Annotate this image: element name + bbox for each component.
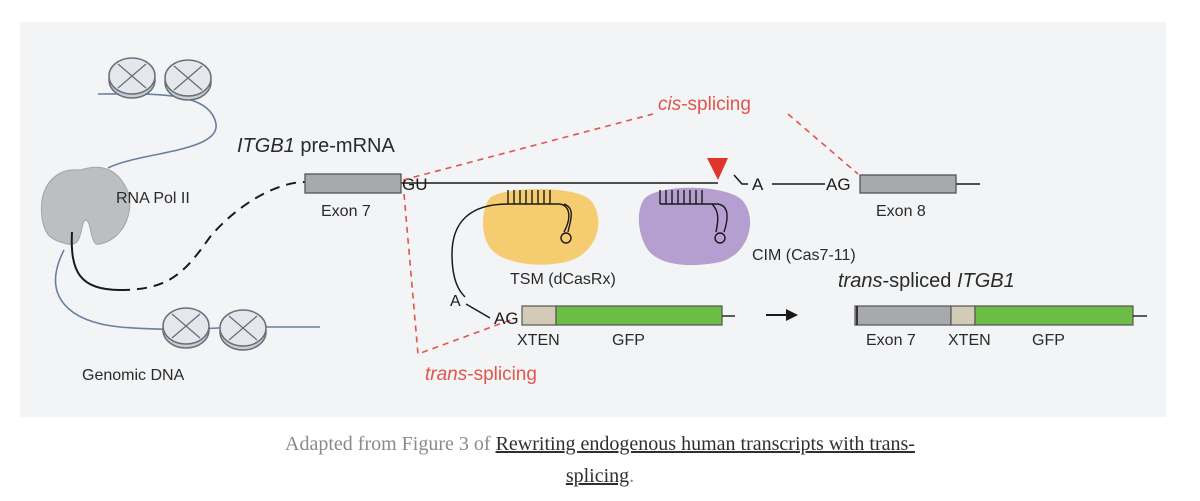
gfp-label: GFP: [612, 332, 645, 349]
caption-prefix: Adapted from Figure 3 of: [285, 433, 496, 455]
ag2-label: AG: [494, 309, 519, 328]
nucleosome-icon: [219, 309, 267, 351]
a-label: A: [752, 175, 764, 194]
nascent-rna-dashed: [119, 181, 306, 291]
exon7-box: [304, 173, 402, 194]
exon8-label: Exon 8: [876, 203, 926, 220]
a2-label: A: [450, 293, 461, 310]
caption-link-part1: Rewriting endogenous human transcripts w…: [495, 433, 915, 455]
nucleosome-icon: [164, 59, 212, 101]
figure-caption: Adapted from Figure 3 of Rewriting endog…: [100, 428, 1100, 492]
figure-panel: RNA Pol II ITGB1 pre-mRNA Exon 7 GU Exon…: [20, 22, 1166, 417]
product-title: trans-spliced ITGB1: [838, 270, 1015, 292]
cim-label: CIM (Cas7-11): [752, 247, 856, 264]
cleavage-arrowhead-icon: [707, 158, 728, 180]
cim-guide-icon: [659, 190, 728, 244]
nucleosome-icon: [162, 307, 210, 349]
cim-protein: [638, 187, 751, 266]
xten-box: [521, 305, 557, 326]
product-xten-box: [950, 305, 976, 326]
nascent-rna: [70, 231, 121, 291]
tsm-tether: [451, 203, 509, 298]
product-exon7-box: [854, 305, 952, 326]
caption-suffix: .: [629, 465, 635, 487]
genomic-dna-label: Genomic DNA: [82, 367, 185, 384]
rna-pol-ii-icon: [40, 166, 131, 245]
product-exon7-label: Exon 7: [866, 332, 916, 349]
right-arrow-icon: [766, 309, 798, 321]
tsm-label: TSM (dCasRx): [510, 271, 616, 288]
caption-link-part2: splicing: [565, 465, 630, 487]
cis-splicing-line: [402, 113, 859, 181]
ag-label: AG: [826, 175, 851, 194]
nucleosome-icon: [108, 57, 156, 99]
tsm-guide-icon: [507, 190, 572, 244]
rna-pol-label: RNA Pol II: [116, 190, 190, 207]
caption-link[interactable]: Rewriting endogenous human transcripts w…: [496, 433, 915, 487]
product-xten-label: XTEN: [948, 332, 991, 349]
gu-label: GU: [402, 175, 428, 194]
gfp-box: [555, 305, 723, 326]
trans-splicing-label: trans-splicing: [425, 364, 537, 385]
splicing-diagram: RNA Pol II ITGB1 pre-mRNA Exon 7 GU Exon…: [40, 57, 1147, 385]
product-gfp-box: [974, 305, 1134, 326]
cis-splicing-label: cis-splicing: [658, 94, 751, 115]
tsm-protein: [482, 189, 599, 265]
exon8-box: [859, 174, 957, 194]
product-gfp-label: GFP: [1032, 332, 1065, 349]
xten-label: XTEN: [517, 332, 560, 349]
premrna-title: ITGB1 pre-mRNA: [237, 135, 395, 157]
exon7-label: Exon 7: [321, 203, 371, 220]
